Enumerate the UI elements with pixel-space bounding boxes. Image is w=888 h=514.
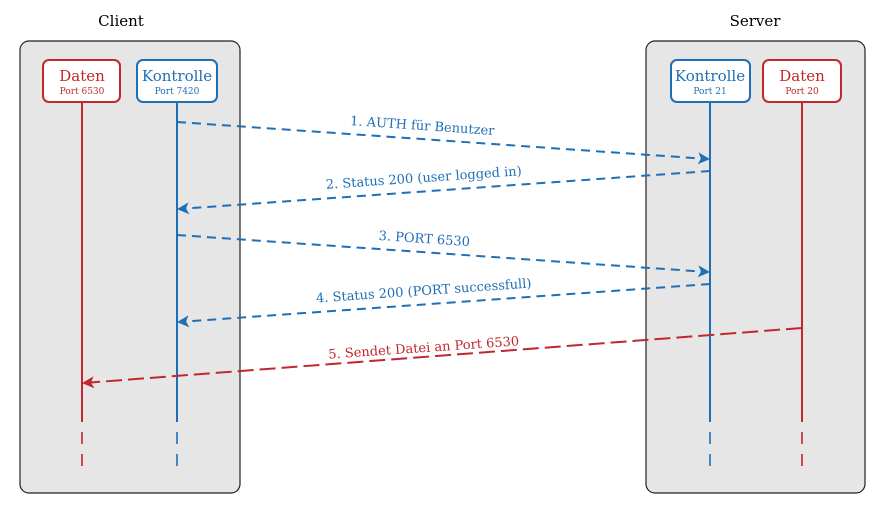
message-arrow-4 <box>177 283 711 328</box>
server-panel <box>645 40 866 494</box>
participant-port: Port 6530 <box>60 87 105 97</box>
message-label-2: 2. Status 200 (user logged in) <box>325 164 522 193</box>
participant-server-kontrolle: Kontrolle Port 21 <box>670 59 751 103</box>
participant-port: Port 21 <box>693 87 726 97</box>
message-arrow-3 <box>176 234 710 278</box>
participant-server-daten: Daten Port 20 <box>762 59 842 103</box>
participant-client-kontrolle: Kontrolle Port 7420 <box>136 59 218 103</box>
message-label-4: 4. Status 200 (PORT successfull) <box>316 276 532 306</box>
participant-title: Kontrolle <box>142 67 212 85</box>
server-title: Server <box>730 12 782 30</box>
participant-title: Daten <box>59 67 105 85</box>
message-label-1: 1. AUTH für Benutzer <box>350 114 496 139</box>
message-arrow-2 <box>177 170 711 215</box>
participant-port: Port 7420 <box>155 87 200 97</box>
participant-title: Daten <box>779 67 825 85</box>
message-label-5: 5. Sendet Datei an Port 6530 <box>328 334 520 362</box>
message-label-3: 3. PORT 6530 <box>378 229 470 250</box>
participant-client-daten: Daten Port 6530 <box>42 59 121 103</box>
participant-port: Port 20 <box>785 87 819 97</box>
client-panel <box>19 40 241 494</box>
message-arrow-1 <box>176 121 710 165</box>
client-title: Client <box>98 12 144 30</box>
message-arrow-5 <box>82 327 803 389</box>
participant-title: Kontrolle <box>675 67 745 85</box>
